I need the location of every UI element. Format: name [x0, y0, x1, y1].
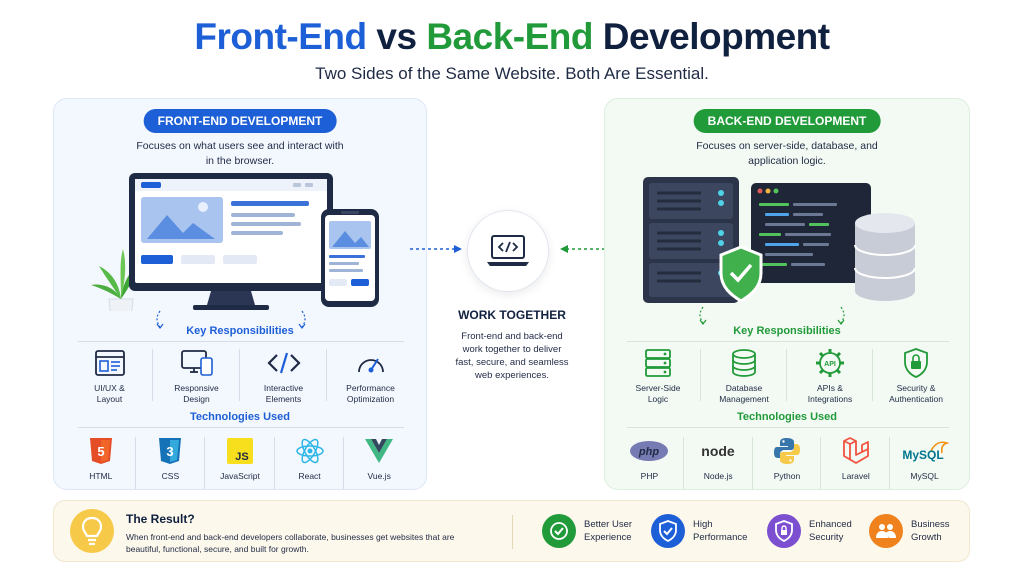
database-cylinder-icon [854, 213, 916, 301]
front-end-illustration [91, 173, 379, 311]
devices-icon [180, 347, 213, 379]
tech-css: 3 CSS [136, 435, 206, 489]
svg-text:php: php [638, 446, 659, 458]
laptop-code-icon [487, 235, 529, 266]
tech-php: php PHP [615, 435, 684, 489]
down-arrows [156, 310, 306, 329]
javascript-icon: JS [226, 435, 253, 467]
back-technologies-row: php PHP node Node.js Python Laravel MySQ… [605, 435, 969, 489]
down-arrows [699, 306, 845, 325]
svg-text:node: node [701, 443, 735, 459]
tech-vuejs: Vue.js [344, 435, 414, 482]
mysql-icon: MySQL [901, 435, 949, 467]
css3-icon: 3 [158, 435, 182, 467]
gauge-icon [355, 347, 387, 379]
work-together-circle [467, 210, 549, 292]
tech-react: React [275, 435, 345, 489]
work-together-description: Front-end and back-end work together to … [455, 331, 569, 381]
tech-mysql: MySQL MySQL [890, 435, 959, 482]
back-key-responsibilities-title: Key Responsibilities [733, 325, 841, 337]
title-vs: vs [376, 16, 417, 57]
result-description: When front-end and back-end developers c… [126, 532, 455, 554]
divider [78, 427, 404, 428]
security-shield-icon [767, 514, 801, 548]
front-end-panel: FRONT-END DEVELOPMENT Focuses on what us… [53, 98, 427, 490]
svg-text:JS: JS [235, 451, 248, 463]
vuejs-icon [364, 435, 394, 467]
lock-shield-icon [903, 347, 929, 379]
monitor-icon [129, 173, 333, 310]
php-icon: php [629, 435, 669, 467]
html5-icon: 5 [89, 435, 113, 467]
front-technologies-title: Technologies Used [189, 411, 291, 423]
svg-text:API: API [824, 361, 836, 368]
svg-text:MySQL: MySQL [902, 448, 943, 462]
svg-text:5: 5 [97, 444, 104, 459]
result-title: The Result? [126, 512, 195, 526]
shield-check-illustration [719, 245, 763, 303]
shield-check-icon [651, 514, 685, 548]
front-technologies-row: 5 HTML 3 CSS JS JavaScript React [54, 435, 426, 489]
title-back-end: Back-End [426, 16, 593, 57]
api-gear-icon: API [815, 347, 845, 379]
growth-people-icon [869, 514, 903, 548]
back-end-description: Focuses on server-side, database, and ap… [696, 140, 878, 167]
back-end-panel: BACK-END DEVELOPMENT Focuses on server-s… [604, 98, 970, 490]
database-icon [731, 347, 757, 379]
tech-laravel: Laravel [821, 435, 890, 489]
page-title: Front-End vs Back-End Development [0, 16, 1024, 58]
laravel-icon [842, 435, 870, 467]
page-subtitle: Two Sides of the Same Website. Both Are … [315, 64, 709, 83]
back-technologies-title: Technologies Used [736, 411, 838, 423]
work-together-title: WORK TOGETHER [458, 308, 566, 322]
responsibility-security: Security &Authentication [873, 347, 959, 405]
front-end-pill: FRONT-END DEVELOPMENT [143, 109, 337, 133]
svg-text:3: 3 [167, 444, 174, 459]
layout-icon [94, 347, 125, 379]
front-end-description: Focuses on what users see and interact w… [136, 140, 344, 167]
phone-icon [321, 209, 379, 307]
title-front-end: Front-End [194, 16, 367, 57]
tech-javascript: JS JavaScript [205, 435, 275, 489]
tech-nodejs: node Node.js [684, 435, 753, 489]
python-icon [773, 435, 801, 467]
back-end-pill: BACK-END DEVELOPMENT [693, 109, 881, 133]
divider [512, 515, 513, 549]
check-circle-icon [542, 514, 576, 548]
divider [78, 341, 404, 342]
lightbulb-icon [70, 509, 114, 553]
nodejs-icon: node [695, 435, 741, 467]
responsibility-apis: API APIs &Integrations [787, 347, 873, 405]
tech-html: 5 HTML [66, 435, 136, 489]
server-icon [645, 347, 671, 379]
result-banner: The Result? When front-end and back-end … [53, 500, 970, 562]
divider [627, 341, 949, 342]
divider [627, 427, 949, 428]
arrow-left-to-center [410, 245, 462, 253]
responsibility-ui-ux: UI/UX &Layout [66, 347, 153, 405]
title-development: Development [602, 16, 830, 57]
code-window-icon [751, 183, 871, 283]
code-brackets-icon [266, 347, 301, 379]
react-icon [295, 435, 325, 467]
server-rack-icon [643, 177, 739, 303]
tech-python: Python [753, 435, 822, 489]
front-key-responsibilities-title: Key Responsibilities [186, 325, 294, 337]
back-end-illustration [643, 177, 916, 303]
